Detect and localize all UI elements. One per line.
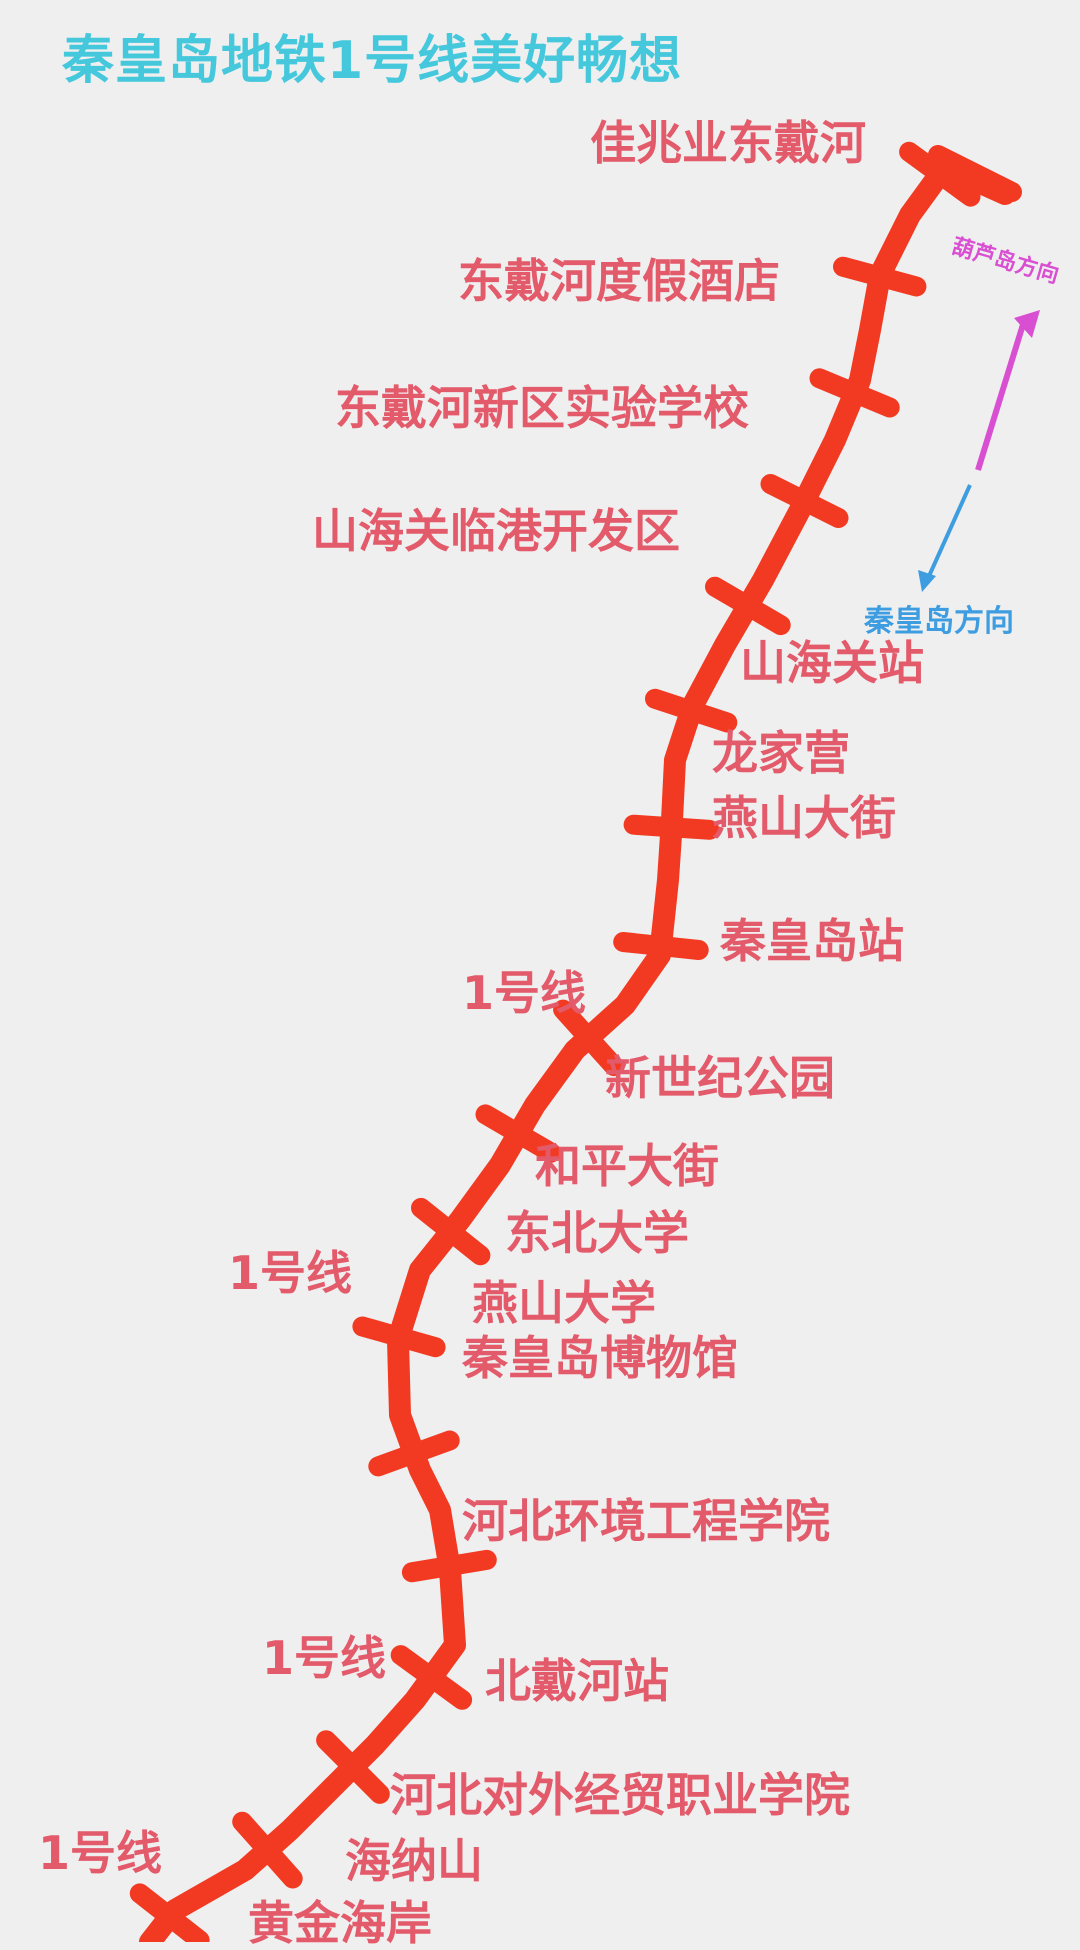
station-tick-mark: [352, 1316, 446, 1358]
station-label: 黄金海岸: [248, 1896, 432, 1950]
station-tick-mark: [705, 576, 791, 636]
station-label: 北戴河站: [485, 1654, 669, 1708]
south-direction-label: 秦皇岛方向: [864, 604, 1014, 639]
south-arrowhead-icon: [918, 570, 936, 592]
station-tick-mark: [613, 932, 709, 960]
map-title: 秦皇岛地铁1号线美好畅想: [62, 31, 683, 91]
station-tick-mark: [623, 814, 720, 840]
station-tick-mark: [316, 1730, 390, 1804]
line-tag: 1号线: [38, 1826, 163, 1880]
line-tag: 1号线: [462, 966, 587, 1020]
line-tag: 1号线: [262, 1631, 387, 1685]
station-label: 和平大街: [535, 1139, 719, 1193]
metro-line-1: [139, 156, 1016, 1942]
station-tick-mark: [129, 1883, 210, 1942]
station-label: 山海关临港开发区: [312, 504, 680, 558]
station-tick-mark: [401, 1549, 497, 1583]
station-label: 佳兆业东戴河: [590, 116, 866, 170]
station-label: 秦皇岛站: [720, 914, 904, 968]
station-label: 河北环境工程学院: [462, 1494, 830, 1548]
line-terminus-cap: [928, 145, 1022, 202]
station-tick-mark: [411, 1197, 491, 1266]
south-direction-arrow: [923, 484, 972, 586]
station-label: 燕山大街: [712, 791, 896, 845]
station-tick-mark: [833, 256, 927, 297]
line-tag: 1号线: [228, 1246, 353, 1300]
station-label: 海纳山: [345, 1834, 483, 1888]
station-tick-mark: [760, 474, 849, 528]
station-tick-mark: [899, 141, 981, 207]
station-label: 龙家营: [712, 726, 850, 780]
station-tick-mark: [809, 368, 900, 418]
station-tick-mark: [232, 1811, 303, 1889]
station-tick-mark: [475, 1104, 562, 1163]
station-tick-mark: [645, 688, 738, 733]
station-label: 东戴河新区实验学校: [335, 381, 749, 435]
north-arrowhead-icon: [1014, 310, 1040, 338]
station-label: 河北对外经贸职业学院: [390, 1768, 850, 1822]
station-label: 山海关站: [740, 636, 924, 690]
station-tick-mark: [390, 1645, 473, 1710]
station-label: 秦皇岛博物馆: [462, 1331, 738, 1385]
north-direction-arrow: [975, 317, 1028, 471]
station-tick-mark: [553, 999, 624, 1077]
station-label: 东北大学: [505, 1206, 689, 1260]
station-tick-mark: [368, 1430, 460, 1477]
station-label: 东戴河度假酒店: [458, 254, 780, 308]
station-label: 燕山大学: [472, 1276, 656, 1330]
station-label: 新世纪公园: [605, 1051, 835, 1105]
